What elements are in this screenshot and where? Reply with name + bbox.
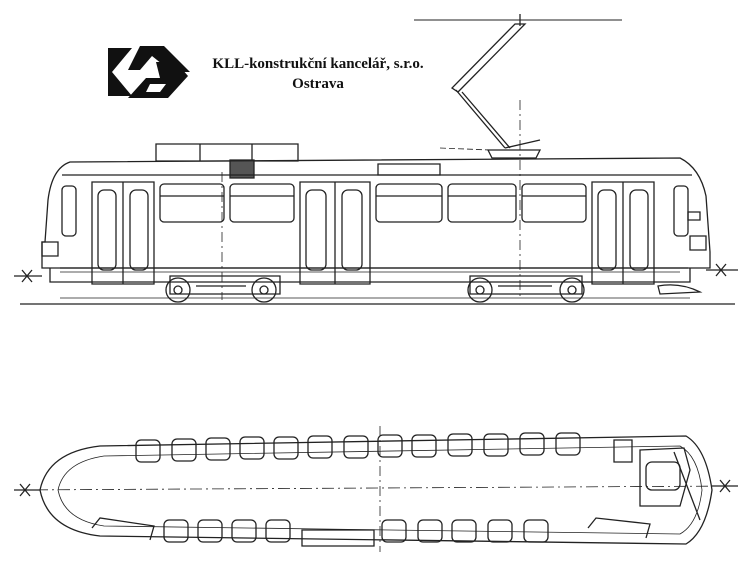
front-coupler <box>14 270 42 282</box>
tram-body <box>42 158 710 268</box>
driver-cab <box>614 440 700 520</box>
plan-front-coupler <box>14 484 40 496</box>
pantograph <box>414 14 622 300</box>
destination-sign <box>378 164 440 175</box>
roof-resistor <box>230 160 254 178</box>
rear-coupler <box>706 264 738 276</box>
plan-door-front <box>92 518 154 540</box>
door-2 <box>300 182 370 284</box>
company-city: Ostrava <box>292 76 344 92</box>
floor-outline <box>40 436 712 544</box>
tram-side-view <box>14 14 738 304</box>
roof-equipment-box <box>156 144 298 161</box>
plan-door-rear <box>588 518 650 538</box>
tram-floor-plan <box>14 426 740 552</box>
front-windscreen <box>62 186 76 236</box>
plan-door-middle <box>302 530 374 546</box>
seats-top-row <box>136 433 580 462</box>
side-windows <box>160 184 586 222</box>
kll-logo <box>108 46 190 98</box>
rear-bogie <box>468 276 584 302</box>
front-headlight <box>42 242 58 256</box>
rear-windscreen <box>674 186 688 236</box>
company-name: KLL-konstrukční kancelář, s.r.o. <box>212 56 424 72</box>
seats-bottom-row <box>164 520 548 542</box>
door-3 <box>592 182 654 284</box>
door-1 <box>92 182 154 284</box>
rear-headlight <box>690 236 706 250</box>
plan-rear-coupler <box>712 480 738 492</box>
front-bogie <box>166 276 280 302</box>
company-title-block: KLL-konstrukční kancelář, s.r.o. Ostrava <box>198 54 438 94</box>
